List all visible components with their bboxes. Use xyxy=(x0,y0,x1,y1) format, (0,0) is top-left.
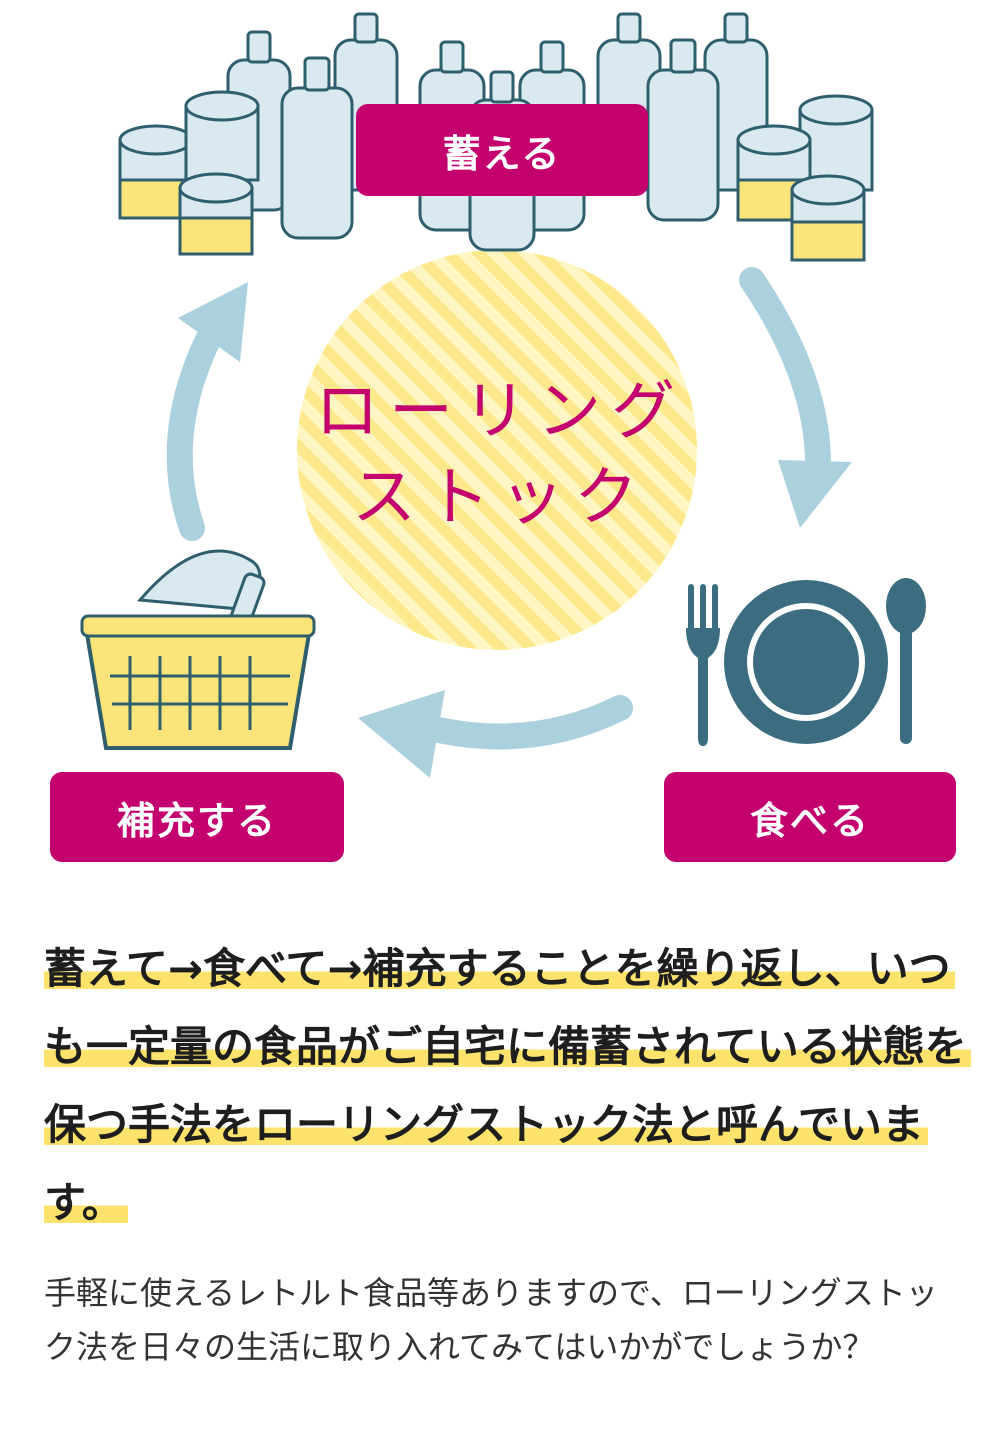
plate-icon xyxy=(724,580,888,744)
center-circle xyxy=(297,250,697,650)
step-label-replenish: 補充する xyxy=(50,772,344,862)
canned-food-icon xyxy=(736,94,874,262)
center-title-line2: ストック xyxy=(352,461,648,535)
lead-paragraph: 蓄えて→食べて→補充することを繰り返し、いつも一定量の食品がご自宅に備蓄されてい… xyxy=(44,930,974,1242)
step-label-eat: 食べる xyxy=(664,772,956,862)
cycle-arrow-bottom xyxy=(358,690,633,778)
step-label-store: 蓄える xyxy=(356,104,648,196)
center-title-line1: ローリング xyxy=(315,375,685,449)
cycle-arrow-left xyxy=(166,282,248,541)
rolling-stock-diagram: ローリング ストック 蓄える 補充する 食べる xyxy=(50,12,956,862)
note-paragraph: 手軽に使えるレトルト食品等ありますので、ローリングストック法を日々の生活に取り入… xyxy=(44,1274,938,1366)
spoon-icon xyxy=(886,578,926,744)
shopping-basket-icon xyxy=(80,549,316,750)
canned-food-icon xyxy=(118,90,260,256)
fork-icon xyxy=(686,584,720,746)
cycle-arrow-right xyxy=(739,267,852,528)
lead-text: 蓄えて→食べて→補充することを繰り返し、いつも一定量の食品がご自宅に備蓄されてい… xyxy=(44,944,971,1227)
